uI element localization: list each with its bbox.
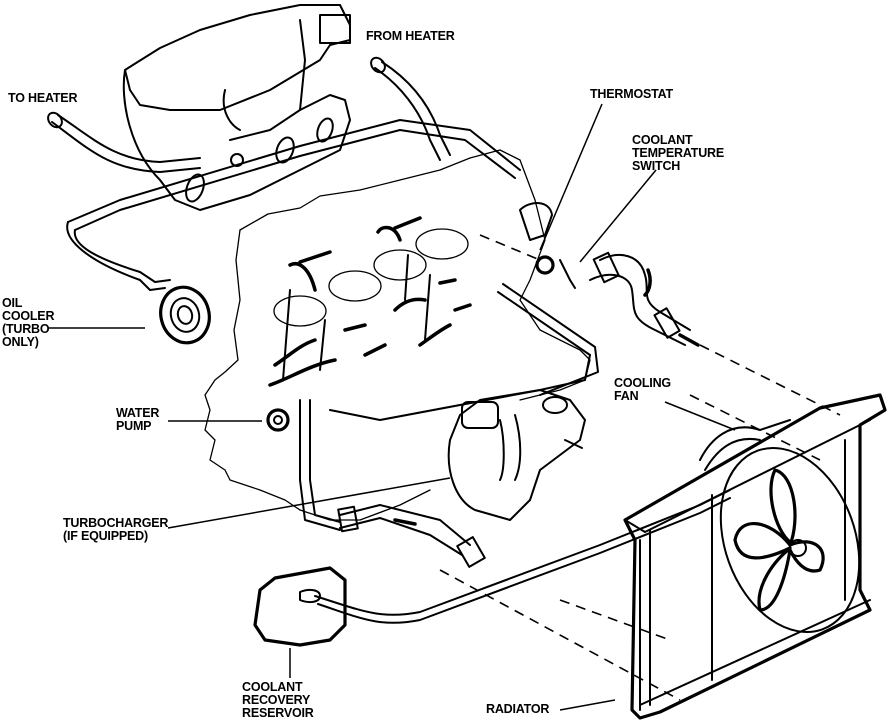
coolant-temperature-switch-leader [579,169,657,263]
heater-hoses [47,56,451,173]
thermostat-leader [539,103,603,251]
cooling-fan-leader [664,401,736,431]
label-water-pump: WATER PUMP [116,406,160,433]
label-coolant-temperature-switch: COOLANT TEMPERATURE SWITCH [632,133,725,173]
leader-lines [48,103,736,711]
cooling-fan [719,447,861,633]
label-oil-cooler: OIL COOLER (TURBO ONLY) [2,296,55,349]
label-cooling-fan: COOLING FAN [614,376,671,403]
label-to-heater: TO HEATER [8,91,78,105]
label-thermostat: THERMOSTAT [590,87,673,101]
label-turbocharger: TURBOCHARGER (IF EQUIPPED) [63,516,169,543]
intake-manifold [122,4,351,211]
radiator [623,393,887,720]
coolant-recovery-reservoir [253,489,731,647]
turbocharger [447,389,586,521]
lower-radiator-hose [337,504,486,568]
label-coolant-recovery-reservoir: COOLANT RECOVERY RESERVOIR [242,680,314,720]
thermostat-and-upper-hose [519,202,700,347]
turbocharger-leader [167,477,451,529]
label-from-heater: FROM HEATER [366,29,455,43]
bypass-pipes [299,283,599,531]
engine-block [204,149,591,521]
radiator-leader [559,699,616,711]
label-radiator: RADIATOR [486,702,550,716]
alignment-lines [439,344,841,701]
oil-cooler-assembly [66,119,521,345]
